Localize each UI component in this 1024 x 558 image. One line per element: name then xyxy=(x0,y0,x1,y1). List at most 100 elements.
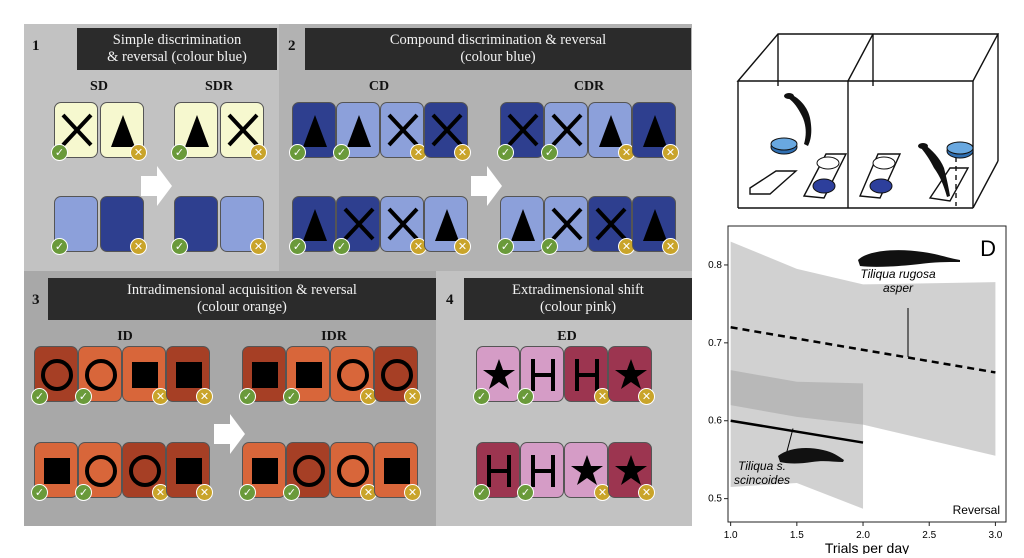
stimulus-card: ✕ xyxy=(330,442,377,501)
check-icon: ✓ xyxy=(289,238,306,255)
check-icon: ✓ xyxy=(473,484,490,501)
stage-label-cdr: CDR xyxy=(573,79,605,94)
stimulus-card: ✕ xyxy=(166,346,213,405)
panel-2-number: 2 xyxy=(288,38,296,54)
x-shape-icon xyxy=(387,113,419,147)
check-icon: ✓ xyxy=(333,144,350,161)
stimulus-card: ✕ xyxy=(588,102,635,161)
check-icon: ✓ xyxy=(31,484,48,501)
stimulus-card: ✕ xyxy=(632,102,679,161)
square-icon xyxy=(252,458,278,484)
x-shape-icon xyxy=(595,207,627,241)
stimulus-card: ✓ xyxy=(51,102,98,161)
stimulus-card: ✓ xyxy=(497,102,544,161)
circle-icon xyxy=(381,359,413,391)
stimulus-card: ✓ xyxy=(541,196,588,255)
stimulus-card: ✕ xyxy=(424,196,471,255)
cross-icon: ✕ xyxy=(662,238,679,255)
stimulus-card: ✓ xyxy=(333,102,380,161)
circle-icon xyxy=(85,359,117,391)
cross-icon: ✕ xyxy=(404,388,421,405)
x-shape-icon xyxy=(551,207,583,241)
circle-icon xyxy=(41,359,73,391)
stimulus-card: ✕ xyxy=(564,346,611,405)
cross-icon: ✕ xyxy=(454,144,471,161)
check-icon: ✓ xyxy=(541,238,558,255)
y-tick-label: 0.6 xyxy=(708,416,722,427)
stimulus-card: ✕ xyxy=(424,102,471,161)
stimulus-card: ✕ xyxy=(380,196,427,255)
stimulus-card: ✕ xyxy=(588,196,635,255)
check-icon: ✓ xyxy=(51,144,68,161)
check-icon: ✓ xyxy=(239,484,256,501)
circle-icon xyxy=(293,455,325,487)
species-label-top: Tiliqua rugosa xyxy=(860,267,936,281)
check-icon: ✓ xyxy=(517,388,534,405)
square-icon xyxy=(296,362,322,388)
panel-4-header: Extradimensional shift (colour pink) xyxy=(464,278,692,320)
square-icon xyxy=(176,458,202,484)
stimulus-card: ✓ xyxy=(171,196,218,255)
stage-label-cd: CD xyxy=(368,79,390,94)
square-icon xyxy=(44,458,70,484)
star-icon xyxy=(483,359,515,389)
stimulus-card: ✓ xyxy=(31,346,78,405)
stimulus-card: ✕ xyxy=(374,442,421,501)
stimulus-card: ✓ xyxy=(51,196,98,255)
star-icon xyxy=(571,455,603,485)
x-tick-label: 2.0 xyxy=(856,530,870,541)
square-icon xyxy=(132,362,158,388)
stimulus-card: ✓ xyxy=(541,102,588,161)
panel-label-d: D xyxy=(980,236,996,261)
stimulus-card: ✕ xyxy=(380,102,427,161)
star-icon xyxy=(615,359,647,389)
square-icon xyxy=(252,362,278,388)
triangle-icon xyxy=(111,115,135,147)
x-shape-icon xyxy=(343,207,375,241)
x-shape-icon xyxy=(431,113,463,147)
cross-icon: ✕ xyxy=(404,484,421,501)
stimulus-card: ✓ xyxy=(283,442,330,501)
circle-icon xyxy=(337,359,369,391)
stimulus-card: ✕ xyxy=(166,442,213,501)
triangle-icon xyxy=(511,209,535,241)
panel-4-number: 4 xyxy=(446,292,454,308)
stimulus-card: ✓ xyxy=(333,196,380,255)
panel-3-header: Intradimensional acquisition & reversal … xyxy=(48,278,436,320)
x-shape-icon xyxy=(387,207,419,241)
triangle-icon xyxy=(303,209,327,241)
stimulus-card: ✕ xyxy=(608,442,655,501)
species-label-bottom: Tiliqua s. xyxy=(738,459,786,473)
square-icon xyxy=(176,362,202,388)
plot-frame xyxy=(727,225,1007,523)
stimulus-cards: ✓✕✓✕✓✕✓✕✓✓✕✕✓✓✕✕✓✓✕✕✓✓✕✕✓✓✕✕✓✓✕✕✓✓✕✕✓✓✕✕… xyxy=(24,24,692,526)
arrow-right-icon xyxy=(214,414,245,454)
cross-icon: ✕ xyxy=(662,144,679,161)
check-icon: ✓ xyxy=(333,238,350,255)
stimulus-card: ✕ xyxy=(122,346,169,405)
square-icon xyxy=(384,458,410,484)
check-icon: ✓ xyxy=(283,484,300,501)
stimulus-card: ✓ xyxy=(283,346,330,405)
lizard-silhouette-icon xyxy=(858,250,960,267)
stimulus-card: ✓ xyxy=(75,346,122,405)
panel-3-number: 3 xyxy=(32,292,40,308)
stimulus-card: ✕ xyxy=(220,196,267,255)
corner-label: Reversal xyxy=(953,503,1000,517)
x-tick-label: 1.0 xyxy=(724,530,738,541)
stimulus-card: ✓ xyxy=(239,346,286,405)
check-icon: ✓ xyxy=(497,238,514,255)
h-letter-icon xyxy=(575,359,599,391)
cross-icon: ✕ xyxy=(130,238,147,255)
cross-icon: ✕ xyxy=(638,388,655,405)
stimulus-card: ✓ xyxy=(31,442,78,501)
stimulus-card: ✕ xyxy=(100,102,147,161)
panel-1-number: 1 xyxy=(32,38,40,54)
x-shape-icon xyxy=(227,113,259,147)
x-tick-label: 3.0 xyxy=(988,530,1002,541)
check-icon: ✓ xyxy=(51,238,68,255)
cross-icon: ✕ xyxy=(638,484,655,501)
species-label-top: asper xyxy=(883,281,914,295)
h-letter-icon xyxy=(487,455,511,487)
stage-label-id: ID xyxy=(117,329,133,344)
